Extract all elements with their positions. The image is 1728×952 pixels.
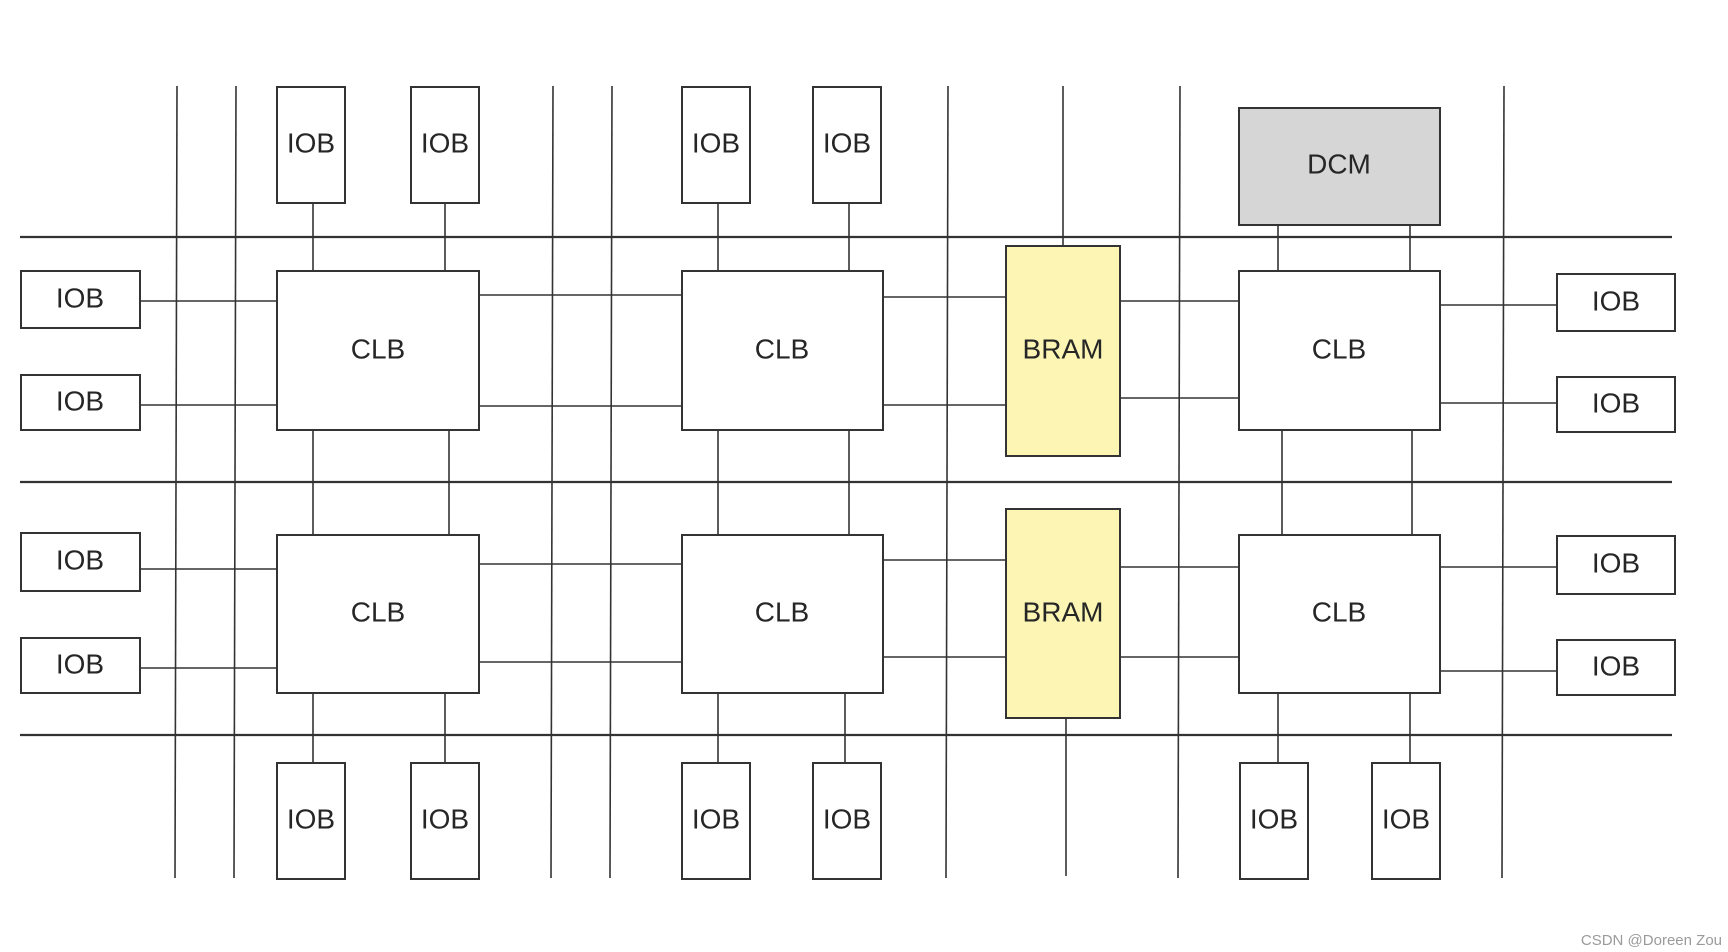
clb-label: CLB bbox=[755, 333, 809, 364]
iob-box bbox=[20, 532, 141, 592]
iob-label: IOB bbox=[56, 544, 104, 575]
iob-box bbox=[20, 374, 141, 431]
routing-line-v2 bbox=[233, 85, 237, 879]
iob-box bbox=[20, 270, 141, 329]
bram-block: BRAM bbox=[1005, 245, 1121, 457]
clb-block: CLB bbox=[1238, 270, 1441, 431]
clb-box bbox=[276, 534, 480, 694]
iob-label: IOB bbox=[1592, 650, 1640, 681]
iob-block: IOB bbox=[1556, 639, 1676, 696]
iob-label: IOB bbox=[56, 648, 104, 679]
iob-box bbox=[681, 762, 751, 880]
vertical-routing-lines bbox=[174, 85, 1505, 879]
iob-block: IOB bbox=[812, 762, 882, 880]
iob-label: IOB bbox=[823, 127, 871, 158]
iob-box bbox=[276, 762, 346, 880]
routing-line-v5 bbox=[945, 85, 949, 879]
bram-column: BRAM BRAM bbox=[1005, 245, 1121, 719]
iob-block: IOB bbox=[1556, 535, 1676, 595]
iob-box bbox=[812, 762, 882, 880]
bram-label: BRAM bbox=[1023, 596, 1104, 627]
iob-block: IOB bbox=[276, 762, 346, 880]
iob-label: IOB bbox=[421, 127, 469, 158]
top-iob-row: IOB IOB IOB IOB bbox=[276, 86, 882, 204]
clb-block: CLB bbox=[276, 534, 480, 694]
iob-block: IOB bbox=[20, 637, 141, 694]
iob-block: IOB bbox=[812, 86, 882, 204]
iob-block: IOB bbox=[20, 532, 141, 592]
clb-label: CLB bbox=[351, 333, 405, 364]
iob-block: IOB bbox=[20, 374, 141, 431]
iob-label: IOB bbox=[287, 127, 335, 158]
clb-box bbox=[276, 270, 480, 431]
iob-box bbox=[1556, 535, 1676, 595]
right-iob-column: IOB IOB IOB IOB bbox=[1556, 273, 1676, 696]
clb-label: CLB bbox=[1312, 333, 1366, 364]
clb-block: CLB bbox=[276, 270, 480, 431]
iob-block: IOB bbox=[1556, 273, 1676, 332]
iob-label: IOB bbox=[421, 803, 469, 834]
iob-box bbox=[1556, 376, 1676, 433]
iob-box bbox=[410, 86, 480, 204]
clb-block: CLB bbox=[681, 270, 884, 431]
iob-block: IOB bbox=[410, 86, 480, 204]
iob-box bbox=[1556, 273, 1676, 332]
iob-label: IOB bbox=[1592, 387, 1640, 418]
clb-grid: CLB CLB CLB CLB CLB CLB bbox=[276, 270, 1441, 694]
clb-box bbox=[1238, 534, 1441, 694]
iob-block: IOB bbox=[1239, 762, 1309, 880]
iob-block: IOB bbox=[681, 762, 751, 880]
iob-box bbox=[812, 86, 882, 204]
clb-box bbox=[681, 534, 884, 694]
bram-box bbox=[1005, 508, 1121, 719]
routing-line-v7 bbox=[1501, 85, 1505, 879]
iob-label: IOB bbox=[56, 282, 104, 313]
bram-label: BRAM bbox=[1023, 333, 1104, 364]
clb-box bbox=[1238, 270, 1441, 431]
horizontal-routing-lines bbox=[20, 235, 1672, 737]
iob-block: IOB bbox=[276, 86, 346, 204]
iob-box bbox=[1239, 762, 1309, 880]
clb-block: CLB bbox=[681, 534, 884, 694]
iob-label: IOB bbox=[287, 803, 335, 834]
iob-label: IOB bbox=[1592, 547, 1640, 578]
left-iob-column: IOB IOB IOB IOB bbox=[20, 270, 141, 694]
clb-block: CLB bbox=[1238, 534, 1441, 694]
watermark: CSDN @Doreen Zou bbox=[1581, 932, 1722, 949]
iob-box bbox=[681, 86, 751, 204]
routing-line-v4 bbox=[609, 85, 613, 879]
iob-box bbox=[276, 86, 346, 204]
dcm-box bbox=[1238, 107, 1441, 226]
iob-box bbox=[1371, 762, 1441, 880]
iob-label: IOB bbox=[692, 803, 740, 834]
iob-label: IOB bbox=[1382, 803, 1430, 834]
iob-box bbox=[1556, 639, 1676, 696]
bottom-iob-row: IOB IOB IOB IOB IOB IOB bbox=[276, 762, 1441, 880]
iob-label: IOB bbox=[1592, 285, 1640, 316]
iob-block: IOB bbox=[1556, 376, 1676, 433]
clb-label: CLB bbox=[755, 596, 809, 627]
iob-block: IOB bbox=[681, 86, 751, 204]
bram-box bbox=[1005, 245, 1121, 457]
iob-box bbox=[20, 637, 141, 694]
dcm-block: DCM bbox=[1238, 107, 1441, 226]
iob-block: IOB bbox=[20, 270, 141, 329]
iob-label: IOB bbox=[1250, 803, 1298, 834]
clb-label: CLB bbox=[1312, 596, 1366, 627]
routing-line-v6 bbox=[1177, 85, 1181, 879]
iob-label: IOB bbox=[56, 385, 104, 416]
iob-box bbox=[410, 762, 480, 880]
iob-label: IOB bbox=[692, 127, 740, 158]
interconnect-wires bbox=[140, 86, 1557, 876]
clb-label: CLB bbox=[351, 596, 405, 627]
iob-block: IOB bbox=[410, 762, 480, 880]
iob-label: IOB bbox=[823, 803, 871, 834]
clb-box bbox=[681, 270, 884, 431]
routing-line-v3 bbox=[550, 85, 554, 879]
bram-block: BRAM bbox=[1005, 508, 1121, 719]
routing-line-v1 bbox=[174, 85, 178, 879]
dcm-label: DCM bbox=[1307, 148, 1371, 179]
iob-block: IOB bbox=[1371, 762, 1441, 880]
